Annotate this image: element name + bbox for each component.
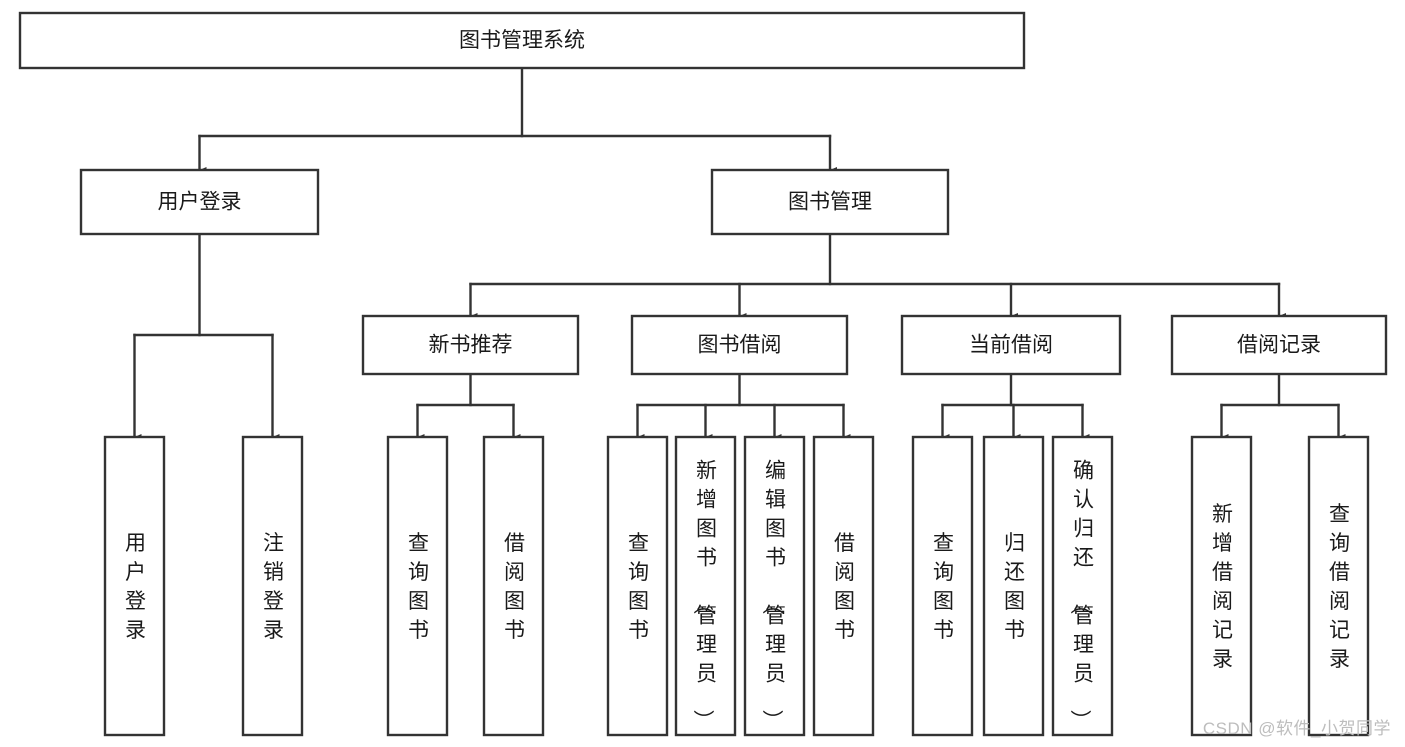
node-current-borrow[interactable]: 当前借阅 [900, 314, 1122, 376]
node-label-book-borrow: 图书借阅 [698, 334, 782, 357]
node-user-login-leaf[interactable]: 用户登录 [103, 435, 166, 737]
node-box-borrow-borrow-book [812, 435, 875, 737]
node-label-user-login-leaf: 用户登录 [125, 532, 146, 642]
node-label-recommend-query-book: 查询图书 [408, 532, 429, 642]
node-box-current-borrow [900, 314, 1122, 376]
connector-layer [127, 66, 1346, 446]
node-label-record-add-record: 新增借阅记录 [1212, 503, 1233, 671]
node-label-borrow-records: 借阅记录 [1237, 334, 1321, 357]
node-label-borrow-edit-book-admin: 编辑图书（管理员） [760, 460, 786, 731]
node-current-confirm-return-admin[interactable]: 确认归还（管理员） [1051, 435, 1114, 737]
node-box-current-confirm-return-admin [1051, 435, 1114, 737]
node-box-user-login-leaf [103, 435, 166, 737]
node-new-book-recommend[interactable]: 新书推荐 [361, 314, 580, 376]
node-record-query-record[interactable]: 查询借阅记录 [1307, 435, 1370, 737]
node-label-record-query-record: 查询借阅记录 [1329, 503, 1350, 671]
node-record-add-record[interactable]: 新增借阅记录 [1190, 435, 1253, 737]
node-box-current-query-book [911, 435, 974, 737]
node-root[interactable]: 图书管理系统 [18, 11, 1026, 70]
csdn-watermark: CSDN @软件_小贺同学 [1202, 719, 1391, 738]
node-box-user-logout-leaf [241, 435, 304, 737]
node-label-book-management: 图书管理 [788, 191, 872, 214]
node-label-new-book-recommend: 新书推荐 [429, 334, 513, 357]
node-box-record-add-record [1190, 435, 1253, 737]
node-label-borrow-add-book-admin: 新增图书（管理员） [691, 460, 717, 731]
node-borrow-records[interactable]: 借阅记录 [1170, 314, 1388, 376]
node-recommend-query-book[interactable]: 查询图书 [386, 435, 449, 737]
node-label-root: 图书管理系统 [459, 29, 585, 52]
node-box-book-management [710, 168, 950, 236]
node-current-return-book[interactable]: 归还图书 [982, 435, 1045, 737]
node-label-borrow-query-book: 查询图书 [628, 532, 649, 642]
node-label-current-return-book: 归还图书 [1004, 532, 1025, 642]
node-box-borrow-records [1170, 314, 1388, 376]
node-current-query-book[interactable]: 查询图书 [911, 435, 974, 737]
node-box-borrow-edit-book-admin [743, 435, 806, 737]
node-label-recommend-borrow-book: 借阅图书 [504, 532, 525, 642]
node-box-borrow-add-book-admin [674, 435, 737, 737]
node-borrow-query-book[interactable]: 查询图书 [606, 435, 669, 737]
node-borrow-add-book-admin[interactable]: 新增图书（管理员） [674, 435, 737, 737]
node-box-root [18, 11, 1026, 70]
node-box-user-login [79, 168, 320, 236]
node-borrow-edit-book-admin[interactable]: 编辑图书（管理员） [743, 435, 806, 737]
node-box-recommend-borrow-book [482, 435, 545, 737]
node-box-book-borrow [630, 314, 849, 376]
node-book-management[interactable]: 图书管理 [710, 168, 950, 236]
node-box-borrow-query-book [606, 435, 669, 737]
node-recommend-borrow-book[interactable]: 借阅图书 [482, 435, 545, 737]
node-layer: 用户登录注销登录查询图书借阅图书新书推荐查询图书新增图书（管理员）编辑图书（管理… [18, 11, 1388, 737]
node-book-borrow[interactable]: 图书借阅 [630, 314, 849, 376]
node-label-borrow-borrow-book: 借阅图书 [834, 532, 855, 642]
node-label-current-confirm-return-admin: 确认归还（管理员） [1068, 460, 1094, 731]
node-box-recommend-query-book [386, 435, 449, 737]
node-borrow-borrow-book[interactable]: 借阅图书 [812, 435, 875, 737]
node-box-current-return-book [982, 435, 1045, 737]
node-box-record-query-record [1307, 435, 1370, 737]
node-user-logout-leaf[interactable]: 注销登录 [241, 435, 304, 737]
node-label-user-login: 用户登录 [158, 191, 242, 214]
node-label-current-borrow: 当前借阅 [969, 334, 1053, 357]
node-label-current-query-book: 查询图书 [933, 532, 954, 642]
node-user-login[interactable]: 用户登录 [79, 168, 320, 236]
node-box-new-book-recommend [361, 314, 580, 376]
node-label-user-logout-leaf: 注销登录 [263, 532, 284, 642]
